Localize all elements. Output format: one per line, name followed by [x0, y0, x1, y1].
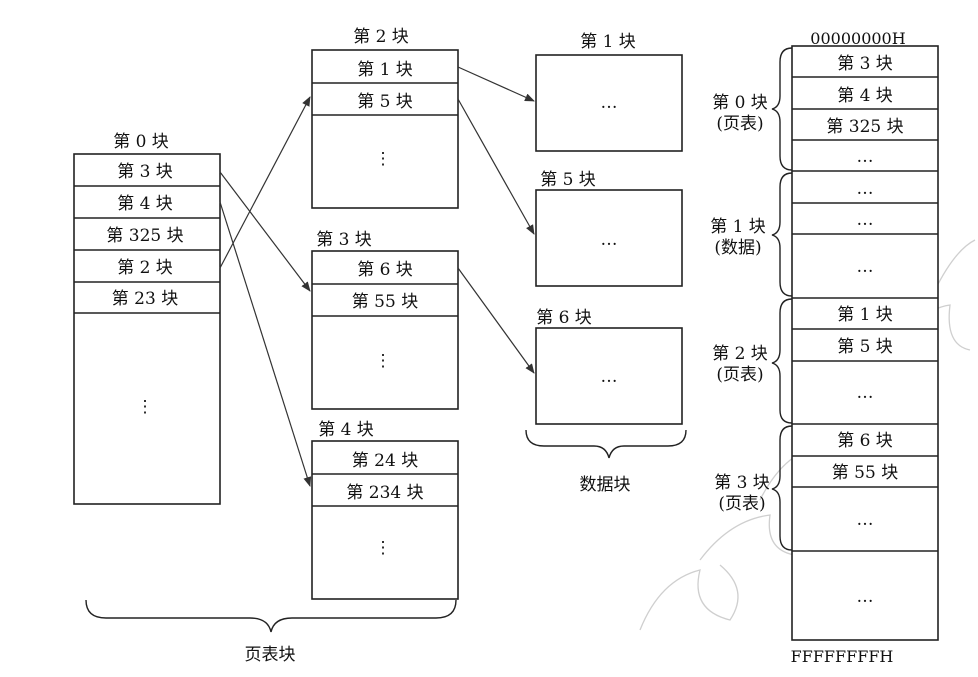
block0-row: 第 2 块 — [117, 258, 173, 278]
block0-row: 第 325 块 — [106, 226, 183, 246]
block0-row: 第 3 块 — [117, 162, 173, 182]
memory-group-label: 第 1 块 — [710, 217, 766, 237]
data-block-title: 第 5 块 — [540, 170, 596, 190]
block2-title: 第 2 块 — [353, 27, 409, 47]
data-block-content: … — [601, 93, 618, 113]
memory-group-label: 第 3 块 — [714, 473, 770, 493]
block0-ellipsis: ⋮ — [137, 397, 154, 417]
memory-column-frame — [791, 45, 939, 641]
memory-group-sublabel: (数据) — [714, 238, 761, 258]
memory-cell: 第 3 块 — [837, 54, 893, 74]
memory-dividers — [792, 76, 938, 552]
memory-group-sublabel: (页表) — [718, 494, 765, 514]
block3-row: 第 55 块 — [352, 292, 418, 312]
page-table-brace — [85, 599, 457, 633]
memory-group-braces — [771, 47, 793, 551]
pointer-arrows — [219, 66, 535, 487]
block0-frame — [73, 153, 221, 505]
memory-cell: 第 4 块 — [837, 86, 893, 106]
memory-cell: … — [857, 383, 874, 403]
block4-frame — [311, 440, 459, 600]
memory-end-address: FFFFFFFFH — [791, 647, 894, 666]
block4-row: 第 234 块 — [346, 483, 423, 503]
block2-ellipsis: ⋮ — [375, 149, 392, 169]
data-brace — [525, 429, 687, 459]
block3-row: 第 6 块 — [357, 260, 413, 280]
memory-cell: … — [857, 257, 874, 277]
memory-cell: … — [857, 210, 874, 230]
memory-cell: 第 5 块 — [837, 337, 893, 357]
memory-cell: 第 325 块 — [826, 117, 903, 137]
block4-row: 第 24 块 — [352, 451, 418, 471]
block0-row: 第 23 块 — [112, 289, 178, 309]
page-table-brace-label: 页表块 — [245, 645, 296, 665]
memory-start-address: 00000000H — [810, 29, 905, 48]
memory-cell: 第 1 块 — [837, 305, 893, 325]
block3-ellipsis: ⋮ — [375, 351, 392, 371]
data-block-title: 第 1 块 — [580, 32, 636, 52]
block0-row: 第 4 块 — [117, 194, 173, 214]
memory-cell: … — [857, 587, 874, 607]
block4-title: 第 4 块 — [318, 420, 374, 440]
block4-ellipsis: ⋮ — [375, 538, 392, 558]
memory-group-label: 第 0 块 — [712, 93, 768, 113]
data-block-content: … — [601, 230, 618, 250]
memory-cell: 第 6 块 — [837, 431, 893, 451]
memory-cell: … — [857, 179, 874, 199]
data-block-content: … — [601, 367, 618, 387]
block3-title: 第 3 块 — [316, 230, 372, 250]
block0-title: 第 0 块 — [113, 132, 169, 152]
block2-frame — [311, 49, 459, 209]
block2-row: 第 1 块 — [357, 60, 413, 80]
data-block-frame — [535, 54, 683, 152]
memory-group-sublabel: (页表) — [716, 114, 763, 134]
memory-cell: … — [857, 510, 874, 530]
block2-row: 第 5 块 — [357, 92, 413, 112]
memory-group-label: 第 2 块 — [712, 344, 768, 364]
memory-group-sublabel: (页表) — [716, 365, 763, 385]
data-brace-label: 数据块 — [580, 475, 631, 495]
data-block-frame — [535, 327, 683, 425]
memory-cell: 第 55 块 — [832, 463, 898, 483]
memory-cell: … — [857, 147, 874, 167]
block3-frame — [311, 250, 459, 410]
data-block-frame — [535, 189, 683, 287]
data-block-title: 第 6 块 — [536, 308, 592, 328]
